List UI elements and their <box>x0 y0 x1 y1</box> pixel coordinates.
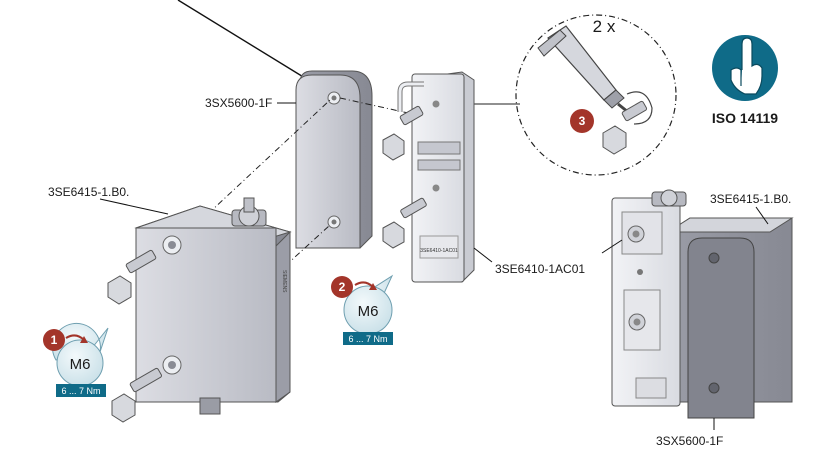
iso-standard-label: ISO 14119 <box>712 110 778 126</box>
glue-tube-icon <box>537 25 653 125</box>
thread-size-2: M6 <box>358 303 379 320</box>
thread-size-1: M6 <box>70 356 91 373</box>
iso-badge: ISO 14119 <box>712 35 778 126</box>
torque-callout-1: M6 6 ... 7 Nm 1 <box>43 322 109 397</box>
switch-screw-lower <box>111 367 162 423</box>
switch-screw-upper <box>107 249 157 305</box>
label-bracket: 3SE6410-1AC01 <box>495 262 585 276</box>
safety-switch-left: SIEMENS <box>134 197 292 415</box>
torque-band-2 <box>343 332 393 345</box>
torque-band-1 <box>56 384 106 397</box>
detail-multiplier: 2 x <box>593 17 616 36</box>
cover-top <box>295 70 373 249</box>
step-marker-1 <box>43 329 65 351</box>
raised-finger-hand-icon <box>730 37 763 95</box>
label-switch-right: 3SE6415-1.B0. <box>710 192 791 206</box>
bracket-screw-upper <box>382 105 424 161</box>
step-number-1: 1 <box>51 333 58 347</box>
label-cover-bottom: 3SX5600-1F <box>656 434 723 448</box>
step-number-3: 3 <box>579 114 586 128</box>
detail-callout: 3 2 x <box>508 14 677 176</box>
torque-value-1: 6 ... 7 Nm <box>61 386 100 396</box>
torque-value-2: 6 ... 7 Nm <box>348 334 387 344</box>
bracket-screw-lower <box>382 197 427 249</box>
assembled-switch-right <box>611 189 794 419</box>
torque-callout-2: M6 6 ... 7 Nm 2 <box>331 274 394 345</box>
step-number-2: 2 <box>339 280 346 294</box>
label-cover-top: 3SX5600-1F <box>205 96 272 110</box>
label-switch-left: 3SE6415-1.B0. <box>48 185 129 199</box>
svg-text:SIEMENS: SIEMENS <box>281 270 287 293</box>
assembly-guides <box>179 97 441 363</box>
bracket-center: 3SE6410-1AC01 <box>397 71 475 283</box>
step-marker-2 <box>331 276 353 298</box>
step-marker-3 <box>570 109 594 133</box>
bracket-imprint: 3SE6410-1AC01 <box>420 248 458 254</box>
